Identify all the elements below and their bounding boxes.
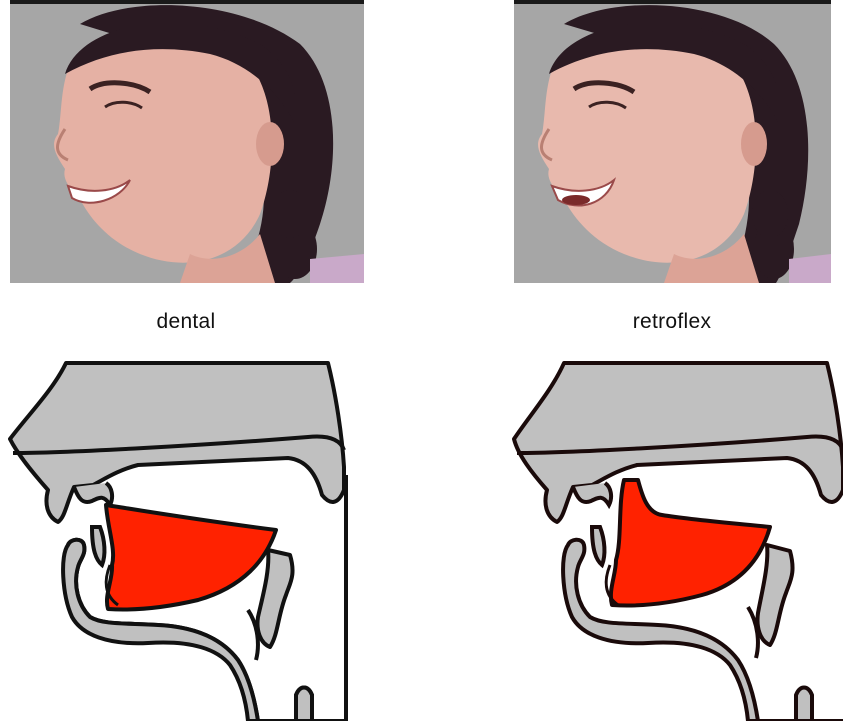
caption-retroflex: retroflex <box>552 310 792 334</box>
lower-jaw <box>563 475 843 721</box>
face-image <box>514 4 831 283</box>
speaker-photo-retroflex <box>514 0 831 283</box>
face-image <box>10 4 364 283</box>
upper-jaw-palate <box>10 363 344 522</box>
tongue-retroflex <box>611 480 770 606</box>
upper-jaw-palate <box>514 363 843 522</box>
tongue-dental <box>106 505 276 610</box>
caption-dental: dental <box>66 310 306 334</box>
vocal-tract-diagram-retroflex <box>512 355 843 721</box>
speaker-photo-dental <box>10 0 364 283</box>
vocal-tract-diagram-dental <box>8 355 348 721</box>
